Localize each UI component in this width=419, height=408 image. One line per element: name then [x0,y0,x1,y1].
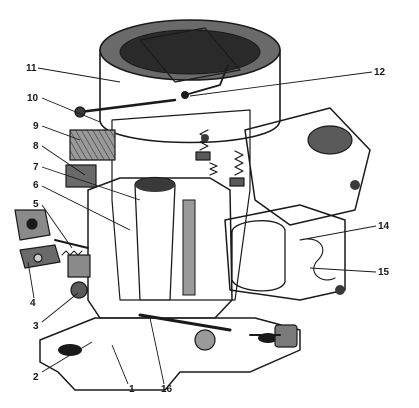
leader-1 [111,344,129,385]
callout-1: 1 [129,384,135,395]
screw-b [335,285,345,295]
cutaway-interior [111,109,251,301]
diaphragm-spring [299,238,336,281]
callout-14: 14 [378,221,390,232]
base-flange [39,317,301,391]
air-horn-opening [119,29,261,75]
leader-7 [41,166,141,201]
callout-6: 6 [33,180,39,191]
throttle-shaft [138,313,298,351]
callout-10: 10 [27,93,39,104]
screw-a [350,180,360,190]
main-jet-tube [182,199,196,296]
leader-8 [41,145,86,176]
callout-16: 16 [161,384,173,395]
left-fittings [65,98,177,299]
base-bolt-hole-left [58,344,82,356]
callout-2: 2 [33,372,39,383]
leader-11 [37,67,121,83]
leader-9 [41,125,81,141]
callout-4: 4 [30,298,36,309]
pump-housing [244,107,371,226]
leader-3 [41,292,79,323]
leader-lines [27,67,377,385]
leader-14 [299,225,377,241]
callout-12: 12 [374,67,386,78]
choke-plate [139,27,241,83]
choke-lever-pivot [181,91,189,99]
callout-3: 3 [33,321,39,332]
carburetor-body [14,19,371,391]
leader-4 [27,261,35,299]
callout-5: 5 [33,199,39,210]
venturi-tube [134,176,176,301]
callout-labels: 1 2 3 4 5 6 7 8 9 10 11 12 14 15 16 [26,63,390,395]
throttle-linkage [14,209,89,269]
screw-c [201,134,209,142]
callout-9: 9 [33,121,39,132]
leader-16 [149,317,165,385]
leader-10 [41,97,101,123]
callout-15: 15 [378,267,390,278]
callout-8: 8 [33,141,39,152]
leader-6 [41,185,131,231]
venturi-top [135,178,175,192]
leader-5 [41,204,73,249]
lower-body [87,177,233,319]
leader-15 [309,267,377,273]
leader-12 [189,71,373,97]
choke-lever [184,64,229,96]
leader-2 [41,341,93,373]
callout-7: 7 [33,162,39,173]
pump-cover-boss [307,125,353,155]
callout-11: 11 [26,63,37,74]
diaphragm-cover [231,220,286,292]
